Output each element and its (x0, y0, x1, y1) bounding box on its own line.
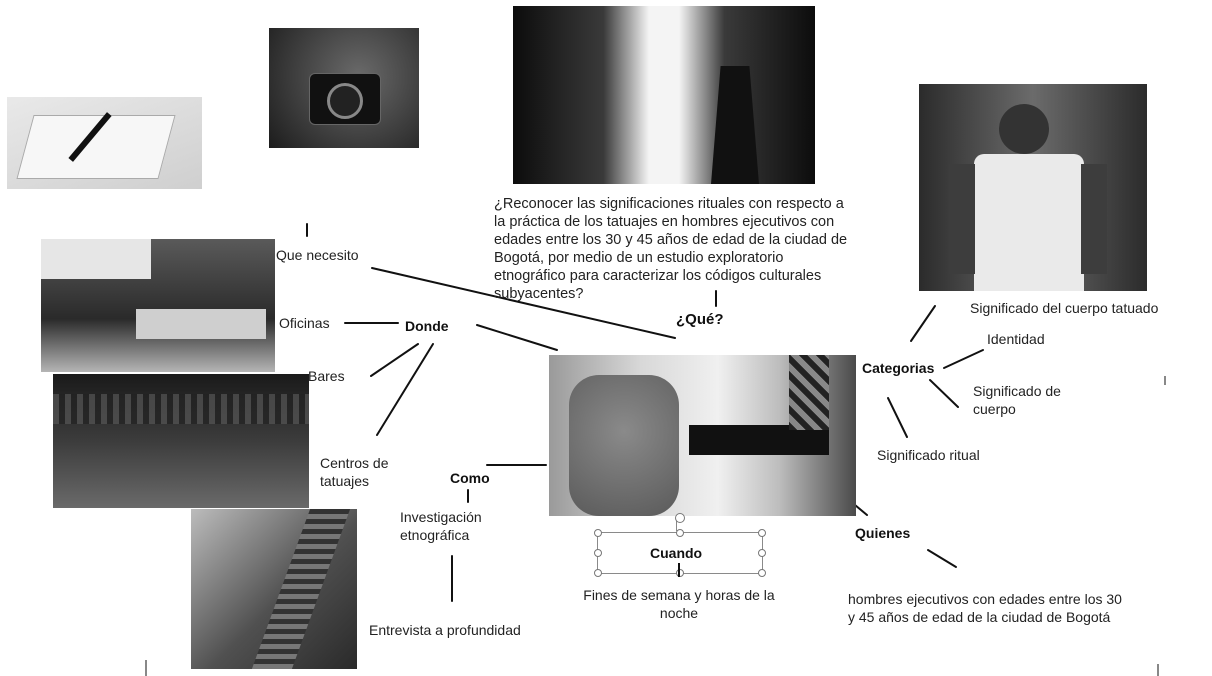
como-node: Como (450, 470, 490, 486)
categorias-identidad-connector (943, 349, 984, 369)
categorias-ritual-connector (887, 397, 908, 438)
cuando-node: Cuando (650, 545, 703, 561)
que-necesito-label: Que necesito (276, 247, 359, 263)
tattoo-studio-photo (191, 509, 357, 669)
investigacion-label: Investigación etnográfica (400, 509, 482, 543)
que-necesito-connector (371, 267, 676, 339)
cuando-value: Fines de semana y horas de la noche (583, 587, 775, 621)
office-photo (41, 239, 275, 372)
tattooed-man-photo (919, 84, 1147, 291)
categorias-cuerpo-connector (929, 379, 959, 408)
notebook-pen-photo (7, 97, 202, 189)
quienes-value-connector (927, 549, 957, 568)
donde-node: Donde (405, 318, 449, 334)
quienes-node: Quienes (855, 525, 911, 541)
categorias-top-connector (910, 305, 936, 342)
que-node: ¿Qué? (676, 311, 724, 328)
significado-ritual-label: Significado ritual (877, 447, 980, 463)
quienes-value: hombres ejecutivos con edades entre los … (848, 591, 1122, 625)
identidad-label: Identidad (987, 331, 1045, 347)
tattooed-arm-center-photo (549, 355, 856, 516)
donde-bares-connector (370, 343, 419, 377)
quienes-center-connector (854, 504, 868, 516)
centros-label: Centros de tatuajes (320, 455, 389, 489)
donde-centros-connector (376, 343, 434, 436)
cuando-selection-box[interactable] (594, 513, 766, 577)
camera-photo (269, 28, 419, 148)
significado-cuerpo-tatuado-label: Significado del cuerpo tatuado (970, 300, 1159, 316)
categorias-node: Categorias (862, 360, 935, 376)
research-question: ¿Reconocer las significaciones rituales … (494, 196, 848, 302)
donde-center-connector (476, 324, 558, 351)
suit-tie-photo (513, 6, 815, 184)
oficinas-label: Oficinas (279, 315, 330, 331)
bar-photo (53, 374, 309, 508)
significado-cuerpo-label: Significado de cuerpo (973, 383, 1061, 417)
bares-label: Bares (308, 368, 345, 384)
entrevista-label: Entrevista a profundidad (369, 622, 521, 638)
